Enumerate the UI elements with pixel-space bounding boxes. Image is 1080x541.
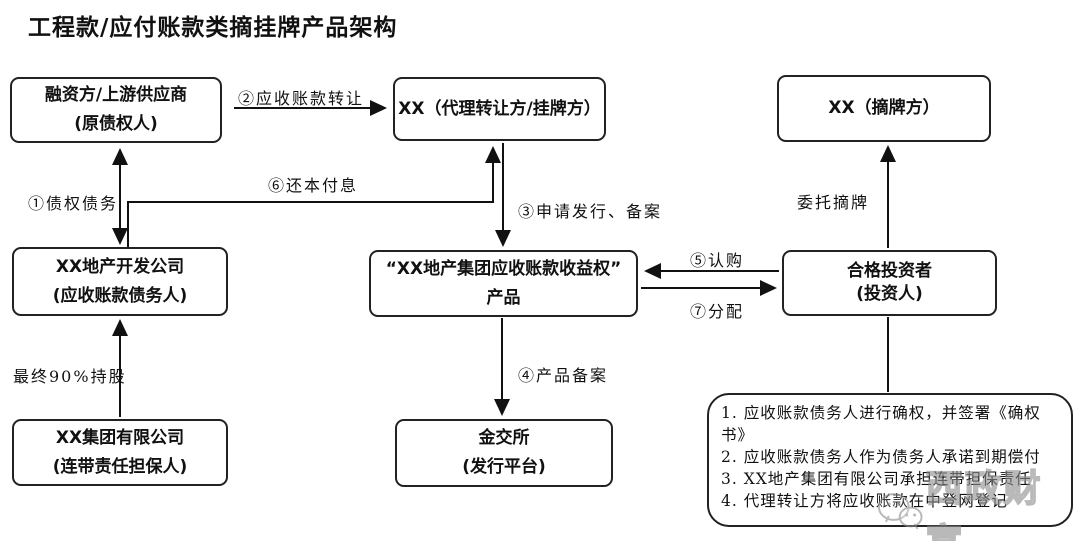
note-item-2: 2. 应收账款债务人作为债务人承诺到期偿付 [721,448,1041,466]
note-item-3: 3. XX地产集团有限公司承担连带担保责任 [721,470,1032,488]
node-delister: XX（摘牌方） [777,75,991,142]
node-developer-line2: (应收账款债务人) [52,285,188,306]
label-step2: ②应收账款转让 [238,89,365,108]
label-step3: ③申请发行、备案 [518,202,663,221]
node-investor: 合格投资者 (投资人) [782,250,997,316]
node-agent: XX（代理转让方/挂牌方） [393,77,606,141]
node-investor-line1: 合格投资者 [847,261,932,282]
label-holding: 最终90%持股 [13,367,127,386]
node-developer: XX地产开发公司 (应收账款债务人) [12,247,228,316]
node-developer-line1: XX地产开发公司 [55,256,185,277]
node-product: “XX地产集团应收账款收益权” 产品 [369,250,638,317]
node-delister-line1: XX（摘牌方） [828,98,940,119]
label-step7: ⑦分配 [690,302,745,321]
node-financier-line2: (原债权人) [74,114,158,134]
label-step1: ①债权债务 [28,194,119,213]
label-step5: ⑤认购 [690,251,745,270]
node-exchange-line2: (发行平台) [462,457,546,477]
node-group: XX集团有限公司 (连带责任担保人) [12,419,228,486]
note-item-4: 4. 代理转让方将应收账款在中登网登记 [721,492,1008,510]
node-exchange: 金交所 (发行平台) [395,419,613,487]
node-exchange-line1: 金交所 [478,428,530,449]
note-item-1: 1. 应收账款债务人进行确权，并签署《确权书》 [721,404,1041,444]
label-delegate: 委托摘牌 [797,193,870,212]
label-step6: ⑥还本付息 [268,176,359,195]
page-title: 工程款/应付账款类摘挂牌产品架构 [28,15,398,41]
node-financier-line1: 融资方/上游供应商 [44,85,188,106]
label-step4: ④产品备案 [518,366,609,385]
note-box: 1. 应收账款债务人进行确权，并签署《确权书》 2. 应收账款债务人作为债务人承… [707,393,1073,527]
node-group-line2: (连带责任担保人) [52,456,188,477]
node-product-line1: “XX地产集团应收账款收益权” [385,258,622,279]
node-financier: 融资方/上游供应商 (原债权人) [10,77,222,143]
node-group-line1: XX集团有限公司 [55,427,185,448]
node-agent-line1: XX（代理转让方/挂牌方） [398,98,601,119]
arrow-step6 [127,146,501,247]
node-product-line2: 产品 [486,287,521,308]
node-investor-line2: (投资人) [856,284,923,304]
